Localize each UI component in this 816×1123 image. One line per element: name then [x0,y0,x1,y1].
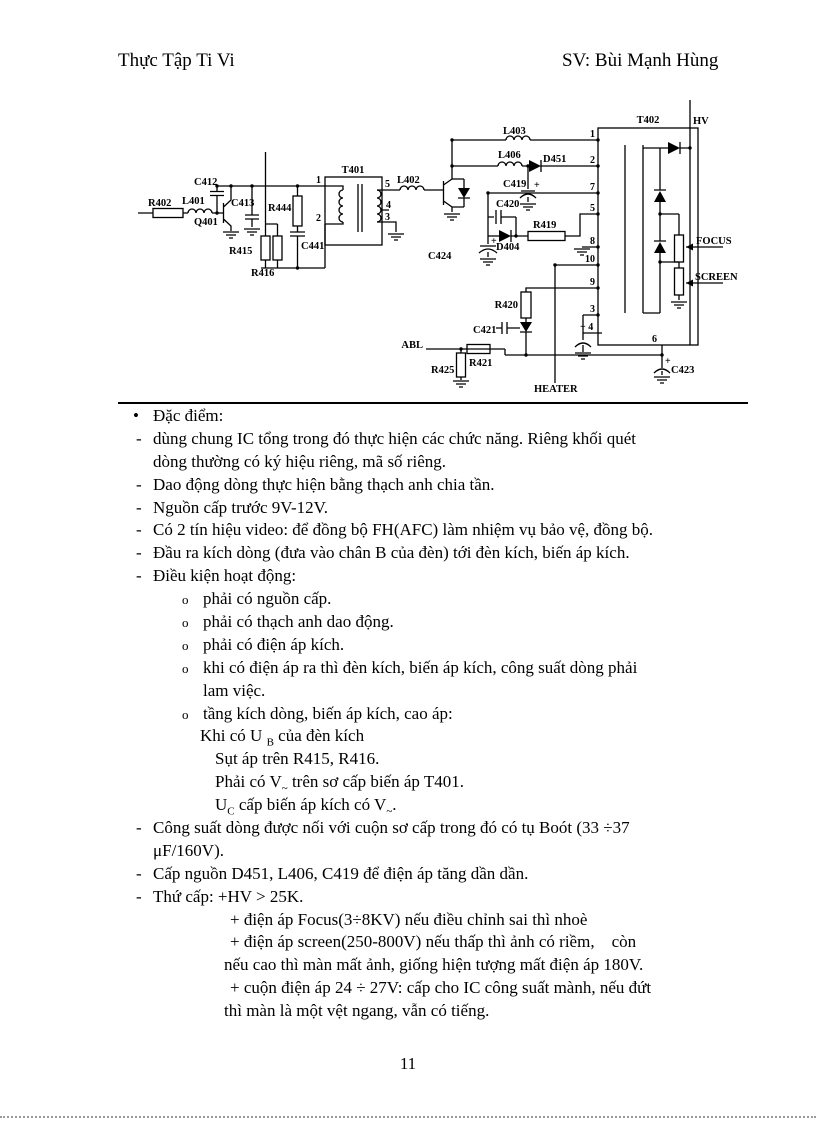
c424-plus: + [491,236,497,247]
t401-pin-5: 5 [385,179,390,190]
text-line: nếu cao thì màn mất ảnh, giống hiện tượn… [224,955,644,975]
label-r425: R425 [431,365,454,376]
page-number: 11 [399,1054,417,1073]
text-line: Phải có V~ trên sơ cấp biến áp T401. [215,772,464,795]
label-l401: L401 [182,196,205,207]
t402-pin-5: 5 [590,203,595,214]
text-line: -Nguồn cấp trước 9V-12V. [136,497,328,517]
label-c412: C412 [194,177,217,188]
text-line: -Có 2 tín hiệu video: để đồng bộ FH(AFC)… [136,520,654,540]
schematic-wiring [138,100,723,388]
t402-pin-9: 9 [590,277,595,288]
text-line: UC cấp biến áp kích có V~. [215,795,397,818]
t401-pin-3: 3 [385,212,390,223]
label-t402: T402 [637,115,660,126]
label-l406: L406 [498,150,521,161]
t401-pin-4: 4 [386,200,391,211]
label-r415: R415 [229,246,252,257]
label-l402: L402 [397,175,420,186]
text-line: -Đầu ra kích dòng (đưa vào chân B của đè… [136,543,630,563]
label-c424: C424 [428,251,452,262]
text-line: + cuộn điện áp 24 ÷ 27V: cấp cho IC công… [230,978,652,998]
t402-pin-4: + 4 [580,322,593,333]
text-line: -Cấp nguồn D451, L406, C419 để điện áp t… [136,863,529,883]
t401-pin-1: 1 [316,175,321,186]
text-line: -Thứ cấp: +HV > 25K. [136,886,304,906]
label-hv: HV [693,116,709,127]
label-c413: C413 [231,198,254,209]
label-abl: ABL [401,340,423,351]
label-heater: HEATER [534,384,578,395]
label-d404: D404 [496,242,520,253]
label-c423: C423 [671,365,694,376]
label-r416: R416 [251,268,274,279]
text-line: μF/160V). [153,840,224,860]
text-line: Sụt áp trên R415, R416. [215,749,380,769]
label-r421: R421 [469,358,492,369]
t402-pin-2: 2 [590,155,595,166]
text-line: + điện áp Focus(3÷8KV) nếu điều chỉnh sa… [230,909,588,929]
label-r419: R419 [533,220,556,231]
text-line: -Dao động dòng thực hiện bằng thạch anh … [136,474,495,494]
label-r420: R420 [495,300,518,311]
text-line: •Đặc điểm: [133,406,224,425]
text-line: dòng thường có ký hiệu riêng, mã số riên… [153,451,446,471]
text-line: + điện áp screen(250-800V) nếu thấp thì … [230,932,637,952]
header-left: Thực Tập Ti Vi [118,50,235,71]
content-list: •Đặc điểm: -dùng chung IC tổng trong đó t… [116,405,806,1023]
label-c441: C441 [301,241,324,252]
text-line: -Điều kiện hoạt động: [136,566,297,586]
t402-pin-6: 6 [652,334,657,345]
footer-dotted-line [0,1116,816,1118]
label-r402: R402 [148,198,171,209]
label-c419: C419 [503,179,526,190]
label-t401: T401 [342,165,365,176]
label-q401: Q401 [194,217,218,228]
text-line: thì màn là một vệt ngang, vẫn có tiếng. [224,1001,490,1021]
label-d451: D451 [543,154,566,165]
label-r444: R444 [268,203,292,214]
schematic-labels: R402 L401 Q401 C412 C413 R444 R415 R416 … [148,115,738,395]
label-c421: C421 [473,325,496,336]
header-right: SV: Bùi Mạnh Hùng [562,50,719,71]
label-focus: FOCUS [696,236,732,247]
t402-pin-8: 8 [590,236,595,247]
text-line: Khi có U B của đèn kích [200,726,365,749]
text-line: -Công suất dòng được nối với cuộn sơ cấp… [136,818,630,838]
t402-pin-7: 7 [590,182,595,193]
label-l403: L403 [503,126,526,137]
c423-plus: + [665,356,671,367]
label-c420: C420 [496,199,519,210]
text-line: lam việc. [203,680,266,700]
t402-pin-10: 10 [585,254,595,265]
section-divider [118,402,748,404]
t401-pin-2: 2 [316,213,321,224]
t402-pin-3: 3 [590,304,595,315]
label-screen: SCREEN [695,272,738,283]
c419-plus: + [534,180,540,191]
t402-pin-1: 1 [590,129,595,140]
text-line: -dùng chung IC tổng trong đó thực hiện c… [136,428,636,448]
flyback-schematic: R402 L401 Q401 C412 C413 R444 R415 R416 … [138,100,738,395]
